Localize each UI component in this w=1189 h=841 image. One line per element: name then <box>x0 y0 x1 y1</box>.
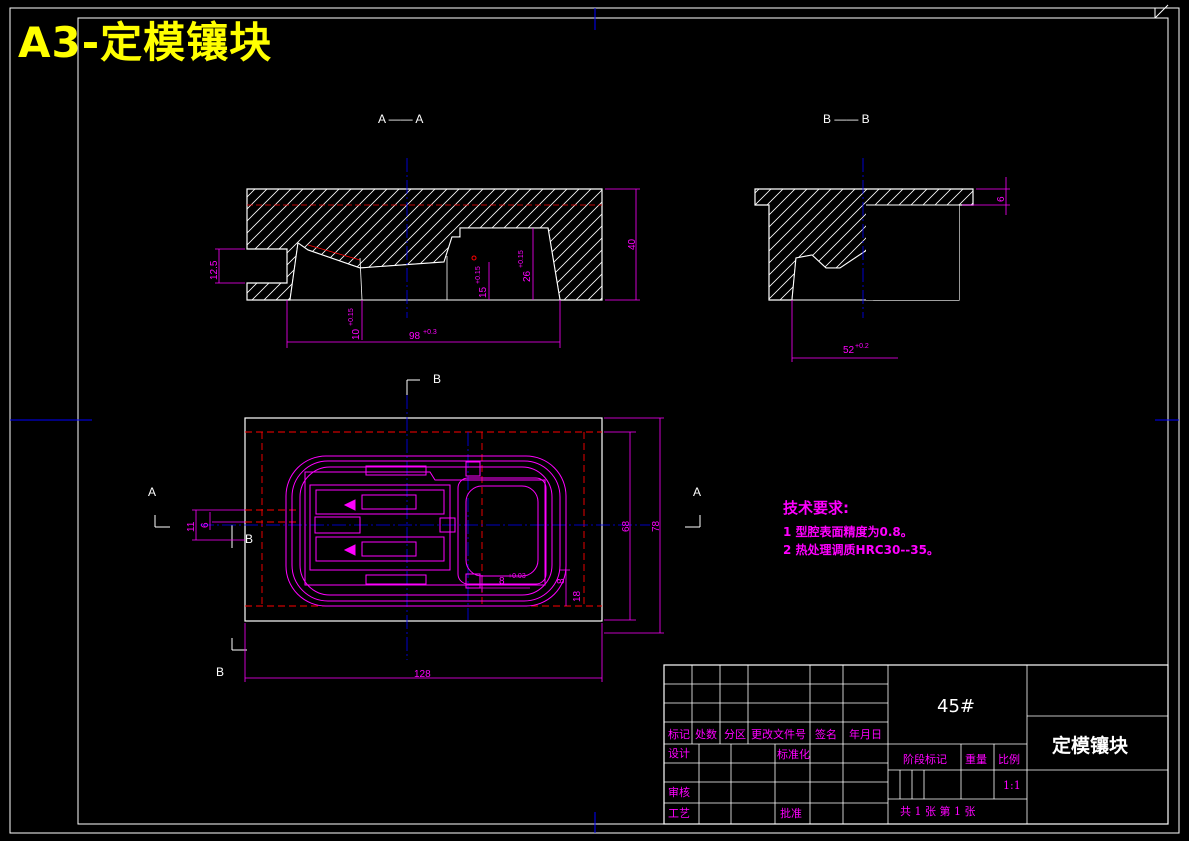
corner-marks <box>1154 4 1169 19</box>
section-bb-label: B —— B <box>823 112 870 126</box>
dim-10: 10 <box>351 328 362 340</box>
section-aa-cavity <box>289 227 561 301</box>
title-block: 45# 定模镶块 标记 处数 分区 更改文件号 签名 年月日 设计 标准化 审核… <box>663 664 1169 825</box>
tb-approve: 批准 <box>780 806 802 820</box>
tb-doc-no: 更改文件号 <box>751 727 806 741</box>
dim-68: 68 <box>621 520 632 532</box>
dim-8: 8 <box>499 576 505 587</box>
tb-date: 年月日 <box>849 727 882 741</box>
tb-zone: 分区 <box>724 728 746 741</box>
dim-52-tol: +0.2 <box>855 343 869 350</box>
dim-26: 26 <box>522 270 533 282</box>
plan-view: B B A A B <box>148 372 701 682</box>
dim-78: 78 <box>651 520 662 532</box>
tb-sheets: 共 1 张 第 1 张 <box>900 804 975 818</box>
section-aa-label: A —— A <box>378 112 423 126</box>
dim-10-tol: +0.15 <box>348 308 355 326</box>
tb-standard: 标准化 <box>777 747 810 761</box>
dim-40: 40 <box>627 238 638 250</box>
tb-weight: 重量 <box>965 752 987 766</box>
tech-item-1: 1 型腔表面精度为0.8。 <box>783 524 913 539</box>
tb-process: 工艺 <box>668 807 690 820</box>
dim-98: 98 <box>409 331 421 342</box>
tech-title: 技术要求: <box>783 499 849 517</box>
tb-mark: 标记 <box>668 727 690 741</box>
dim-15-tol: +0.15 <box>475 266 482 284</box>
cut-label-b-bottom: B <box>216 665 224 679</box>
cut-label-a-right: A <box>693 485 701 499</box>
dim-8-tol: +0.03 <box>508 573 526 580</box>
dim-6-plan: 6 <box>200 522 211 528</box>
dim-8-side: 8 <box>556 578 567 584</box>
dim-26-tol: +0.15 <box>518 250 525 268</box>
cut-label-b-top: B <box>433 372 441 386</box>
tb-design: 设计 <box>668 747 690 760</box>
section-bb-view: B —— B 6 52 +0.2 <box>754 112 1010 362</box>
part-name: 定模镶块 <box>1052 734 1129 757</box>
tb-count: 处数 <box>695 728 717 741</box>
material: 45# <box>937 696 975 717</box>
dim-11: 11 <box>186 521 197 532</box>
dim-128: 128 <box>414 669 431 680</box>
tb-review: 审核 <box>668 785 690 799</box>
tb-stage: 阶段标记 <box>903 752 947 766</box>
drawing-title: A3-定模镶块 <box>18 18 273 67</box>
tech-item-2: 2 热处理调质HRC30--35。 <box>783 542 939 557</box>
plan-outline <box>244 417 603 622</box>
dim-52: 52 <box>843 345 855 356</box>
dim-18: 18 <box>572 590 583 602</box>
section-aa-view: A —— A 40 12.5 26 +0.15 15 +0.15 10 +0.1… <box>209 112 640 348</box>
dim-15: 15 <box>478 286 489 298</box>
outer-frame <box>9 7 1180 834</box>
dim-12-5: 12.5 <box>209 260 220 280</box>
dim-6: 6 <box>996 196 1007 202</box>
tech-requirements: 技术要求: 1 型腔表面精度为0.8。 2 热处理调质HRC30--35。 <box>783 499 939 557</box>
cut-label-a-left: A <box>148 485 156 499</box>
tb-scale: 比例 <box>998 752 1020 766</box>
tb-sign: 签名 <box>815 727 837 741</box>
frame-center-marks <box>10 8 1179 833</box>
dim-98-tol: +0.3 <box>423 329 437 336</box>
inner-frame <box>77 17 1169 825</box>
tb-scale-value: 1:1 <box>1003 779 1021 792</box>
cut-label-b-inner: B <box>245 532 253 546</box>
